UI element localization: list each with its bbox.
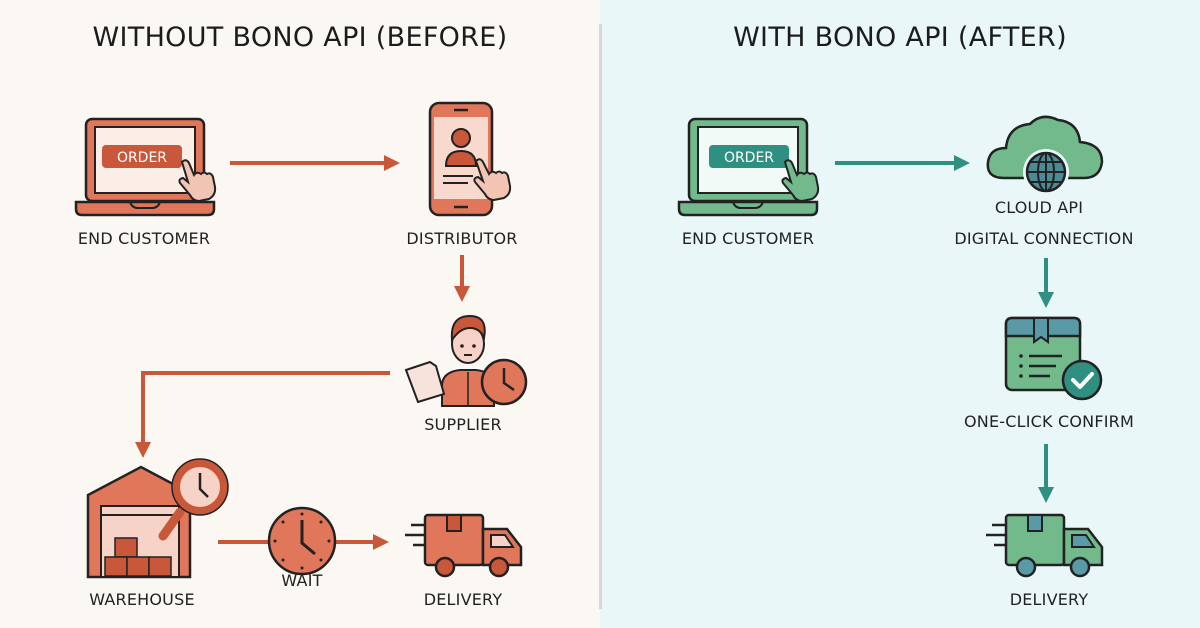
order-button-text: ORDER bbox=[724, 150, 774, 166]
clock-icon bbox=[267, 506, 337, 576]
supplier-label: SUPPLIER bbox=[424, 415, 502, 434]
laptop-order-icon: ORDER bbox=[677, 117, 820, 217]
package-check-icon bbox=[1004, 316, 1103, 401]
warehouse-label: WAREHOUSE bbox=[89, 590, 195, 609]
one-click-confirm-label: ONE-CLICK CONFIRM bbox=[964, 412, 1134, 431]
delivery-truck-icon bbox=[405, 513, 523, 578]
warehouse-magnifier-clock-icon bbox=[86, 458, 229, 579]
before-delivery-label: DELIVERY bbox=[423, 590, 503, 609]
delivery-truck-icon bbox=[986, 513, 1104, 578]
smartphone-user-icon bbox=[428, 101, 512, 217]
wait-label: WAIT bbox=[281, 571, 323, 590]
cloud-api-label: CLOUD API bbox=[994, 198, 1084, 217]
laptop-order-icon: ORDER bbox=[74, 117, 217, 217]
person-document-clock-icon bbox=[404, 314, 528, 407]
before-end-customer-label: END CUSTOMER bbox=[77, 229, 211, 248]
digital-connection-label: DIGITAL CONNECTION bbox=[954, 229, 1134, 248]
order-button-text: ORDER bbox=[117, 150, 167, 166]
before-title: WITHOUT BONO API (BEFORE) bbox=[92, 22, 508, 53]
after-panel: WITH BONO API (AFTER) bbox=[600, 0, 1200, 628]
distributor-label: DISTRIBUTOR bbox=[406, 229, 518, 248]
arrow-supplier-to-warehouse bbox=[135, 371, 390, 458]
after-title: WITH BONO API (AFTER) bbox=[733, 22, 1067, 53]
after-end-customer-label: END CUSTOMER bbox=[681, 229, 815, 248]
after-delivery-label: DELIVERY bbox=[1009, 590, 1089, 609]
panel-divider bbox=[599, 24, 602, 609]
cloud-globe-icon bbox=[986, 115, 1104, 195]
